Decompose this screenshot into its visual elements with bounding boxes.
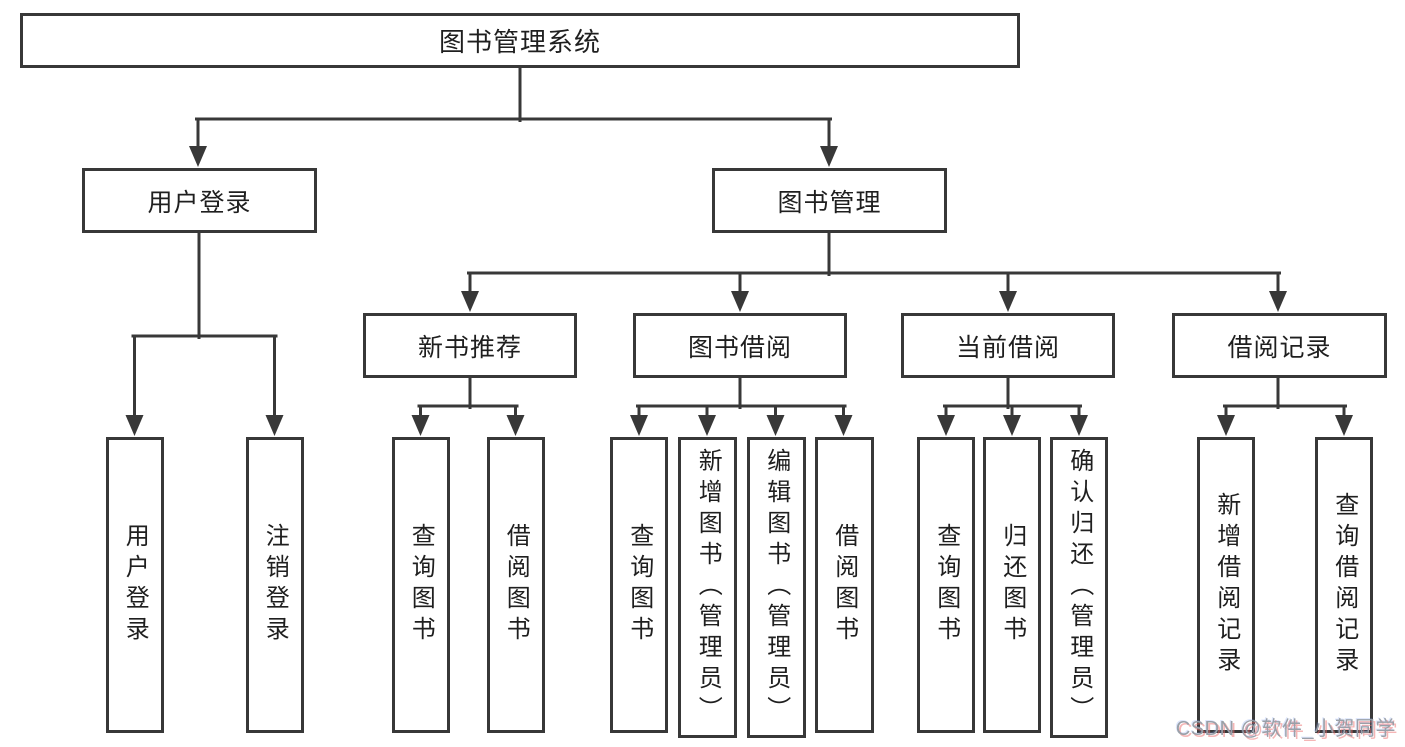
leaf-borrow-books-recommend: 借阅图书: [486, 437, 545, 733]
node-new-book-recommend-label: 新书推荐: [417, 333, 522, 362]
node-book-management-label: 图书管理: [777, 188, 882, 217]
leaf-edit-book-admin-label: 编辑图书（管理员）: [762, 448, 790, 727]
leaf-query-books-borrow-label: 查询图书: [625, 523, 653, 647]
leaf-query-books-current-label: 查询图书: [932, 523, 960, 647]
leaf-add-borrow-record: 新增借阅记录: [1197, 437, 1255, 733]
leaf-logout-label: 注销登录: [261, 523, 289, 647]
node-current-borrowing: 当前借阅: [901, 313, 1115, 378]
leaf-query-borrow-records-label: 查询借阅记录: [1330, 492, 1358, 678]
leaf-query-books-borrow: 查询图书: [610, 437, 668, 733]
leaf-confirm-return-admin: 确认归还（管理员）: [1050, 437, 1108, 738]
node-book-borrowing: 图书借阅: [633, 313, 847, 378]
node-current-borrowing-label: 当前借阅: [955, 333, 1060, 362]
node-book-management: 图书管理: [712, 168, 947, 233]
leaf-add-book-admin: 新增图书（管理员）: [678, 437, 737, 738]
leaf-edit-book-admin: 编辑图书（管理员）: [746, 437, 806, 738]
node-borrowing-records: 借阅记录: [1172, 313, 1387, 378]
node-book-borrowing-label: 图书借阅: [687, 333, 792, 362]
node-user-login-label: 用户登录: [147, 188, 252, 217]
leaf-add-borrow-record-label: 新增借阅记录: [1212, 492, 1240, 678]
leaf-user-login-label: 用户登录: [121, 523, 149, 647]
leaf-borrow-books: 借阅图书: [814, 437, 874, 733]
node-user-login: 用户登录: [82, 168, 317, 233]
leaf-return-books: 归还图书: [983, 437, 1041, 733]
node-new-book-recommend: 新书推荐: [363, 313, 577, 378]
leaf-query-books-current: 查询图书: [917, 437, 975, 733]
node-library-system-label: 图书管理系统: [438, 27, 601, 57]
csdn-watermark: CSDN @软件_小贺同学: [1175, 718, 1396, 740]
leaf-user-login: 用户登录: [105, 437, 164, 733]
node-library-system: 图书管理系统: [20, 13, 1020, 68]
leaf-add-book-admin-label: 新增图书（管理员）: [694, 448, 722, 727]
leaf-borrow-books-recommend-label: 借阅图书: [502, 523, 530, 647]
leaf-return-books-label: 归还图书: [998, 523, 1026, 647]
leaf-confirm-return-admin-label: 确认归还（管理员）: [1065, 448, 1093, 727]
leaf-query-borrow-records: 查询借阅记录: [1315, 437, 1373, 733]
leaf-query-books-recommend-label: 查询图书: [407, 523, 435, 647]
leaf-query-books-recommend: 查询图书: [391, 437, 450, 733]
leaf-logout: 注销登录: [245, 437, 304, 733]
leaf-borrow-books-label: 借阅图书: [830, 523, 858, 647]
node-borrowing-records-label: 借阅记录: [1227, 333, 1332, 362]
